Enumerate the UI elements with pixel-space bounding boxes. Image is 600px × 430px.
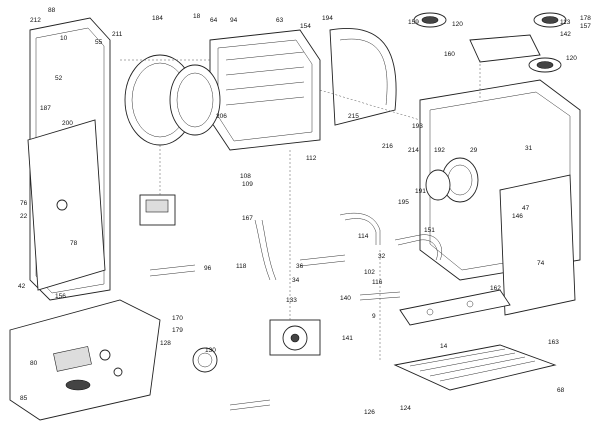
callout-label: 120 (452, 21, 463, 28)
mounting-bracket (399, 289, 511, 326)
callout-label: 63 (276, 17, 284, 24)
callout-label: 118 (236, 263, 247, 270)
front-cover (27, 119, 106, 291)
callout-label: 68 (557, 387, 565, 394)
callout-label: 170 (172, 315, 183, 322)
pump-assembly (269, 319, 321, 356)
callout-label: 142 (560, 31, 571, 38)
callout-label: 108 (240, 173, 251, 180)
callout-label: 160 (444, 51, 455, 58)
callout-label: 216 (382, 143, 393, 150)
callout-label: 31 (525, 145, 533, 152)
callout-label: 130 (205, 347, 216, 354)
callout-label: 102 (364, 269, 375, 276)
callout-label: 200 (62, 120, 73, 127)
callout-label: 88 (48, 7, 56, 14)
callout-label: 159 (408, 19, 419, 26)
callout-label: 162 (490, 285, 501, 292)
combustion-chamber (209, 29, 321, 151)
callout-label: 9 (372, 313, 376, 320)
callout-label: 141 (342, 335, 353, 342)
assembly-guides (120, 59, 481, 360)
callout-label: 114 (358, 233, 369, 240)
fan-housing (329, 28, 397, 126)
callout-label: 206 (216, 113, 227, 120)
callout-label: 94 (230, 17, 238, 24)
callout-label: 55 (95, 39, 103, 46)
callout-label: 163 (548, 339, 559, 346)
callout-label: 191 (415, 188, 426, 195)
callout-label: 85 (20, 395, 28, 402)
callout-label: 52 (55, 75, 63, 82)
callout-label: 22 (20, 213, 28, 220)
callout-label: 120 (566, 55, 577, 62)
callout-label: 76 (20, 200, 28, 207)
callout-label: 192 (434, 147, 445, 154)
callout-label: 128 (160, 340, 171, 347)
control-panel (9, 299, 161, 421)
callout-label: 74 (537, 260, 545, 267)
callout-label: 140 (340, 295, 351, 302)
callout-label: 151 (424, 227, 435, 234)
callout-label: 212 (30, 17, 41, 24)
callout-label: 112 (306, 155, 317, 162)
callout-label: 193 (412, 123, 423, 130)
expansion-vessel (192, 347, 218, 373)
callout-label: 42 (18, 283, 26, 290)
callout-label: 184 (152, 15, 163, 22)
callout-label: 10 (60, 35, 68, 42)
burner-ring (124, 54, 221, 146)
callout-label: 157 (580, 23, 591, 30)
callout-label: 116 (372, 279, 383, 286)
gas-valve (139, 194, 176, 226)
callout-label: 154 (300, 23, 311, 30)
callout-label: 64 (210, 17, 218, 24)
callout-label: 124 (400, 405, 411, 412)
callout-label: 211 (112, 31, 123, 38)
drip-tray (393, 344, 557, 391)
pipework (149, 212, 443, 411)
callout-label: 214 (408, 147, 419, 154)
callout-label: 194 (322, 15, 333, 22)
vent-fittings (413, 12, 567, 73)
callout-label: 36 (296, 263, 304, 270)
callout-label: 29 (470, 147, 478, 154)
callout-label: 96 (204, 265, 212, 272)
callout-label: 113 (560, 19, 571, 26)
callout-label: 179 (172, 327, 183, 334)
callout-label: 187 (40, 105, 51, 112)
callout-label: 215 (348, 113, 359, 120)
right-side-panel (499, 174, 576, 316)
callout-label: 78 (70, 240, 78, 247)
callout-label: 178 (580, 15, 591, 22)
callout-label: 156 (55, 293, 66, 300)
callout-label: 195 (398, 199, 409, 206)
callout-label: 18 (193, 13, 201, 20)
callout-label: 133 (286, 297, 297, 304)
callout-label: 34 (292, 277, 300, 284)
callout-label: 126 (364, 409, 375, 416)
callout-labels: 88 211 212 10 55 184 18 64 94 63 194 154 159 120 178 11… (18, 7, 591, 416)
callout-label: 32 (378, 253, 386, 260)
callout-label: 109 (242, 181, 253, 188)
callout-label: 14 (440, 343, 448, 350)
callout-label: 80 (30, 360, 38, 367)
callout-label: 167 (242, 215, 253, 222)
callout-label: 146 (512, 213, 523, 220)
callout-label: 47 (522, 205, 530, 212)
